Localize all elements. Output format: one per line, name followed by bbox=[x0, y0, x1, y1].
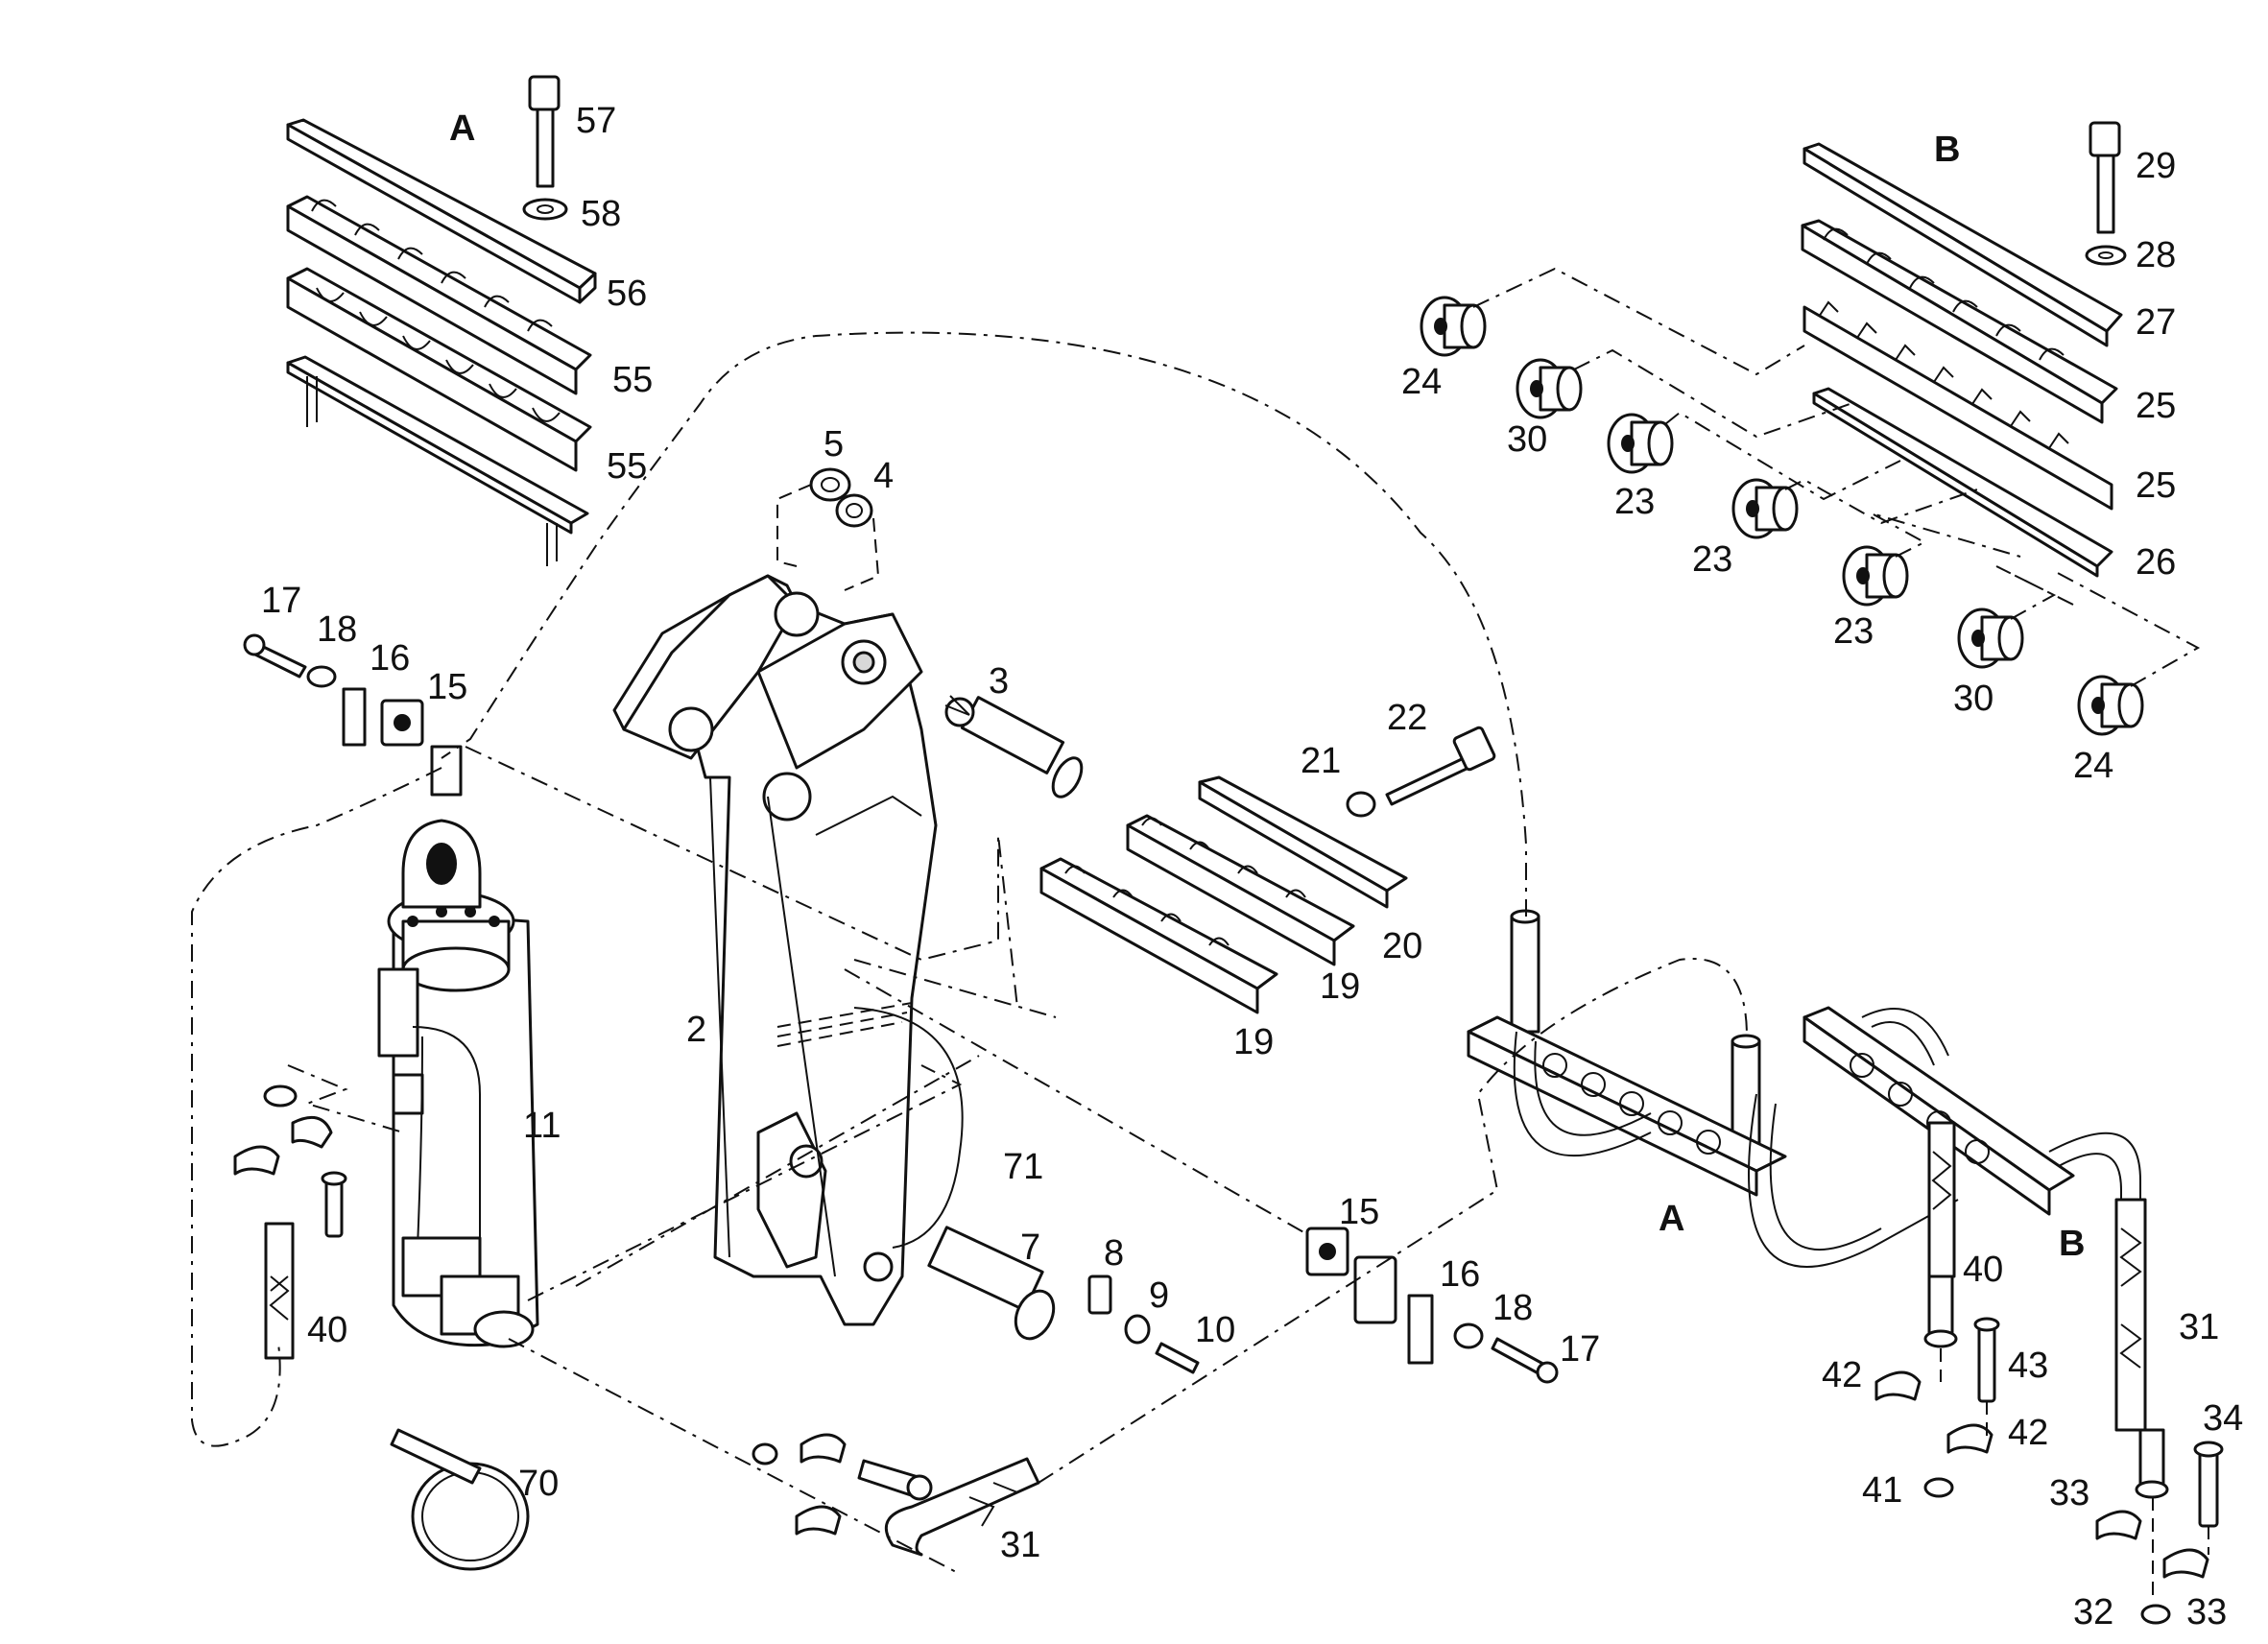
left-fittings bbox=[233, 1064, 404, 1360]
callout-42-left: 42 bbox=[1822, 1355, 1862, 1395]
callout-25-upper: 25 bbox=[2136, 386, 2176, 426]
callout-32: 32 bbox=[2073, 1592, 2113, 1632]
washers-4-5 bbox=[776, 467, 880, 591]
callout-16-left: 16 bbox=[370, 638, 410, 679]
hose-71 bbox=[853, 1007, 964, 1249]
mounting-frame bbox=[1467, 909, 2169, 1499]
callout-30-upper: 30 bbox=[1507, 419, 1547, 460]
callout-10: 10 bbox=[1195, 1310, 1235, 1350]
callout-41: 41 bbox=[1862, 1470, 1902, 1511]
cable-tie-70 bbox=[390, 1428, 530, 1571]
callout-17-right: 17 bbox=[1560, 1329, 1600, 1370]
callout-20: 20 bbox=[1382, 926, 1422, 966]
callout-33-right: 33 bbox=[2186, 1592, 2227, 1632]
callout-21: 21 bbox=[1301, 741, 1341, 781]
callout-19-lower: 19 bbox=[1233, 1022, 1274, 1062]
section-label-b: B bbox=[1934, 130, 1960, 170]
right-fittings bbox=[1874, 1317, 2224, 1625]
callout-19-upper: 19 bbox=[1320, 966, 1360, 1007]
pin-7-set bbox=[927, 1226, 1200, 1374]
clamp-blocks-middle bbox=[1039, 726, 1496, 1014]
callout-27: 27 bbox=[2136, 302, 2176, 343]
callout-33-left: 33 bbox=[2049, 1473, 2089, 1513]
callout-labels: A B 57 58 56 55 55 29 28 27 25 25 26 24 … bbox=[261, 101, 2243, 1632]
clamp-set-right bbox=[1305, 1227, 1559, 1384]
callout-4: 4 bbox=[873, 456, 894, 496]
hose-31-lower bbox=[752, 1433, 1040, 1557]
callout-8: 8 bbox=[1104, 1233, 1124, 1274]
callout-15-left: 15 bbox=[427, 667, 467, 707]
callout-25-lower: 25 bbox=[2136, 465, 2176, 506]
callout-7: 7 bbox=[1020, 1227, 1040, 1268]
callout-56: 56 bbox=[607, 274, 647, 314]
callout-30-lower: 30 bbox=[1953, 679, 1993, 719]
callout-40-right: 40 bbox=[1963, 1250, 2003, 1290]
routing-lines bbox=[191, 331, 1748, 1575]
callout-9: 9 bbox=[1149, 1275, 1169, 1316]
hydraulic-cylinder bbox=[377, 819, 539, 1348]
callout-23-a: 23 bbox=[1614, 482, 1655, 522]
pin-3 bbox=[944, 695, 1084, 798]
callout-28: 28 bbox=[2136, 235, 2176, 275]
callout-24-lower: 24 bbox=[2073, 746, 2113, 786]
callout-71: 71 bbox=[1003, 1147, 1043, 1187]
callout-31-lower: 31 bbox=[1000, 1525, 1040, 1565]
clamp-stack-a bbox=[286, 75, 597, 566]
callout-55-upper: 55 bbox=[612, 360, 653, 400]
callout-5: 5 bbox=[824, 424, 844, 465]
callout-22: 22 bbox=[1387, 698, 1427, 738]
callout-2: 2 bbox=[686, 1010, 706, 1050]
callout-43: 43 bbox=[2008, 1346, 2048, 1386]
callout-3: 3 bbox=[989, 661, 1009, 702]
callout-17-left: 17 bbox=[261, 581, 301, 621]
callout-18-left: 18 bbox=[317, 609, 357, 650]
section-label-b-frame: B bbox=[2059, 1224, 2085, 1264]
callout-11: 11 bbox=[523, 1106, 561, 1146]
clamp-stack-b bbox=[1801, 121, 2127, 578]
callout-29: 29 bbox=[2136, 146, 2176, 186]
callout-16-right: 16 bbox=[1440, 1254, 1480, 1295]
clamp-set-left bbox=[243, 633, 463, 797]
callout-40-left: 40 bbox=[307, 1310, 347, 1350]
callout-26: 26 bbox=[2136, 542, 2176, 583]
callout-15-right: 15 bbox=[1339, 1192, 1379, 1232]
callout-18-right: 18 bbox=[1492, 1288, 1533, 1328]
callout-23-c: 23 bbox=[1833, 611, 1874, 652]
callout-34: 34 bbox=[2203, 1398, 2243, 1439]
hose-grommets bbox=[1420, 267, 2201, 736]
boom-arm bbox=[612, 574, 938, 1326]
callout-58: 58 bbox=[581, 194, 621, 234]
callout-70: 70 bbox=[518, 1464, 559, 1504]
callout-23-b: 23 bbox=[1692, 539, 1732, 580]
callout-31-right: 31 bbox=[2179, 1307, 2219, 1347]
section-label-a-frame: A bbox=[1659, 1199, 1684, 1239]
callout-42-right: 42 bbox=[2008, 1413, 2048, 1453]
callout-24-upper: 24 bbox=[1401, 362, 1442, 402]
callout-55-lower: 55 bbox=[607, 446, 647, 487]
section-label-a: A bbox=[449, 108, 475, 149]
callout-57: 57 bbox=[576, 101, 616, 141]
